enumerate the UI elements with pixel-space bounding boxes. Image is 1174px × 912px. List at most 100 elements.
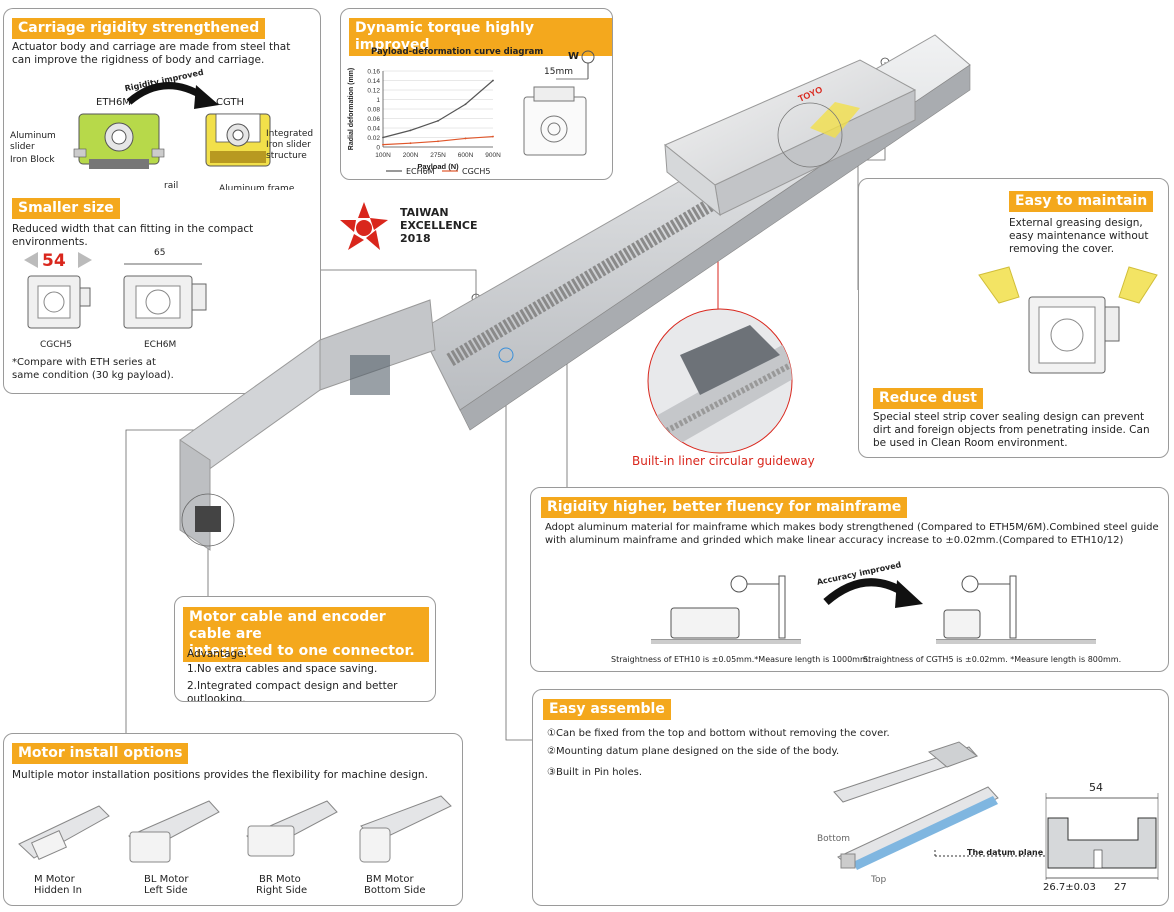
iron-block-label: Iron Block (10, 155, 55, 165)
bottom-label: Bottom (817, 834, 851, 844)
smaller-size-title: Smaller size (12, 198, 120, 219)
actuator-top-view-icon (837, 786, 999, 870)
data-point (409, 142, 412, 145)
assemble-title: Easy assemble (543, 699, 671, 720)
legend-ech6m-label: ECH6M (406, 167, 435, 176)
rigidity-title: Rigidity higher, better fluency for main… (541, 497, 908, 518)
straightness-cgth5-caption: Straightness of CGTH5 is ±0.02mm. *Measu… (863, 655, 1122, 664)
offset-label: 15mm (544, 67, 573, 77)
cable-item1: 1.No extra cables and space saving. (187, 663, 378, 675)
aluminum-frame-label: Aluminum frame (219, 184, 295, 194)
assemble-item3: ③Built in Pin holes. (547, 767, 642, 778)
actuator-bottom-view-icon (833, 741, 979, 803)
eth6m-cross-section-icon (73, 113, 165, 169)
x-tick-label: 200N (403, 152, 419, 159)
rigidity-panel: Rigidity higher, better fluency for main… (530, 487, 1169, 672)
dim-left-label: 26.7±0.03 (1043, 882, 1096, 893)
motor-option-bl-line1: BL Motor (144, 874, 189, 885)
cable-advantage: Advantage: (187, 648, 248, 660)
m-motor-hidden-icon (18, 805, 110, 860)
legend-cgch5-line-icon (442, 170, 458, 172)
legend-cgch5-label: CGCH5 (462, 167, 491, 176)
rigidity-arrow-icon (126, 82, 219, 109)
cable-title: Motor cable and encoder cable are integr… (183, 607, 429, 662)
y-tick-label: 0 (376, 145, 380, 152)
award-line3: 2018 (400, 232, 431, 245)
y-tick-label: 0.12 (367, 88, 380, 95)
assemble-item1: ①Can be fixed from the top and bottom wi… (547, 728, 890, 739)
x-axis-label: Payload (N) (417, 162, 459, 171)
br-motor-right-side-icon (246, 800, 338, 857)
width-arrows-icon (24, 252, 92, 268)
y-tick-label: 1 (376, 97, 380, 104)
torque-title: Dynamic torque highly improved (349, 18, 612, 56)
data-point (464, 103, 467, 106)
width-65-dim-icon (124, 263, 202, 265)
taiwan-excellence-logo-icon (340, 202, 388, 250)
data-point (437, 140, 439, 143)
accuracy-arrow-icon (823, 578, 923, 608)
data-point (492, 135, 494, 138)
x-tick-label: 600N (458, 152, 474, 159)
motor-option-br-line2: Right Side (256, 885, 308, 896)
data-point (437, 119, 439, 122)
cable-panel: Motor cable and encoder cable are integr… (174, 596, 436, 702)
label-cgth: CGTH (216, 97, 245, 108)
weight-label: W (568, 51, 580, 62)
x-tick-label: 275N (430, 152, 446, 159)
ech6m-label: ECH6M (144, 340, 177, 350)
motor-title: Motor install options (12, 743, 189, 764)
straightness-cgth5-diagram-icon (936, 575, 1096, 644)
rigidity-desc: Adopt aluminum material for mainframe wh… (545, 522, 1159, 546)
cgch5-label: CGCH5 (40, 340, 73, 350)
bm-motor-bottom-side-icon (359, 795, 452, 863)
maintain-title: Easy to maintain (1009, 191, 1154, 212)
carriage-rigidity-panel: Carriage rigidity strengthened Actuator … (3, 8, 321, 196)
motor-panel: Motor install options Multiple motor ins… (3, 733, 463, 906)
label-eth6m: ETH6M (96, 97, 131, 108)
data-point (409, 129, 412, 132)
data-point (382, 143, 384, 146)
maintain-desc: External greasing design, easy maintenan… (1009, 217, 1149, 255)
y-tick-label: 0.14 (367, 78, 380, 85)
dim-right-label: 27 (1114, 882, 1127, 893)
x-tick-label: 900N (485, 152, 501, 159)
straightness-eth10-diagram-icon (651, 575, 801, 644)
assemble-panel: Easy assemble ①Can be fixed from the top… (532, 689, 1169, 906)
top-label: Top (871, 875, 887, 885)
data-point (492, 79, 494, 82)
y-tick-label: 0.06 (367, 116, 380, 123)
data-point (382, 136, 384, 139)
torque-test-diagram-icon (523, 50, 595, 156)
motor-option-m-line2: Hidden In (34, 885, 82, 896)
y-tick-label: 0.08 (367, 107, 380, 114)
straightness-eth10-caption: Straightness of ETH10 is ±0.05mm.*Measur… (611, 655, 871, 664)
motor-desc: Multiple motor installation positions pr… (12, 769, 428, 781)
y-tick-label: 0.02 (367, 135, 380, 142)
width-54-label: 54 (42, 251, 66, 271)
dust-desc: Special steel strip cover sealing design… (873, 411, 1150, 449)
datum-pointer-line-icon (934, 850, 1045, 857)
guideway-caption: Built-in liner circular guideway (632, 454, 815, 468)
y-axis-label: Radial deformation (mm) (348, 68, 355, 150)
greasing-diagram-icon (978, 266, 1158, 374)
carriage-rigidity-desc: Actuator body and carriage are made from… (12, 41, 291, 66)
width-65-label: 65 (154, 248, 166, 258)
y-tick-label: 0.16 (367, 69, 380, 76)
motor-option-m-line1: M Motor (34, 874, 75, 885)
cable-title-line2: integrated to one connector. (189, 643, 415, 659)
linear-actuator-illustration: TOYO (179, 34, 971, 551)
dust-title: Reduce dust (873, 388, 983, 409)
motor-option-bl-line2: Left Side (144, 885, 188, 896)
cable-title-line1: Motor cable and encoder cable are (189, 609, 386, 642)
rail-label: rail (164, 181, 179, 191)
motor-option-br-line1: BR Moto (259, 874, 301, 885)
award-line1: TAIWAN (400, 206, 449, 219)
data-point (464, 137, 467, 140)
y-tick-label: 0.04 (367, 126, 380, 133)
chart-title: Payload-deformation curve diagram (371, 47, 544, 57)
aluminum-slider-label: Aluminum slider (10, 131, 56, 152)
cable-item2: 2.Integrated compact design and better o… (187, 680, 398, 702)
smaller-size-desc: Reduced width that can fitting in the co… (12, 223, 254, 248)
